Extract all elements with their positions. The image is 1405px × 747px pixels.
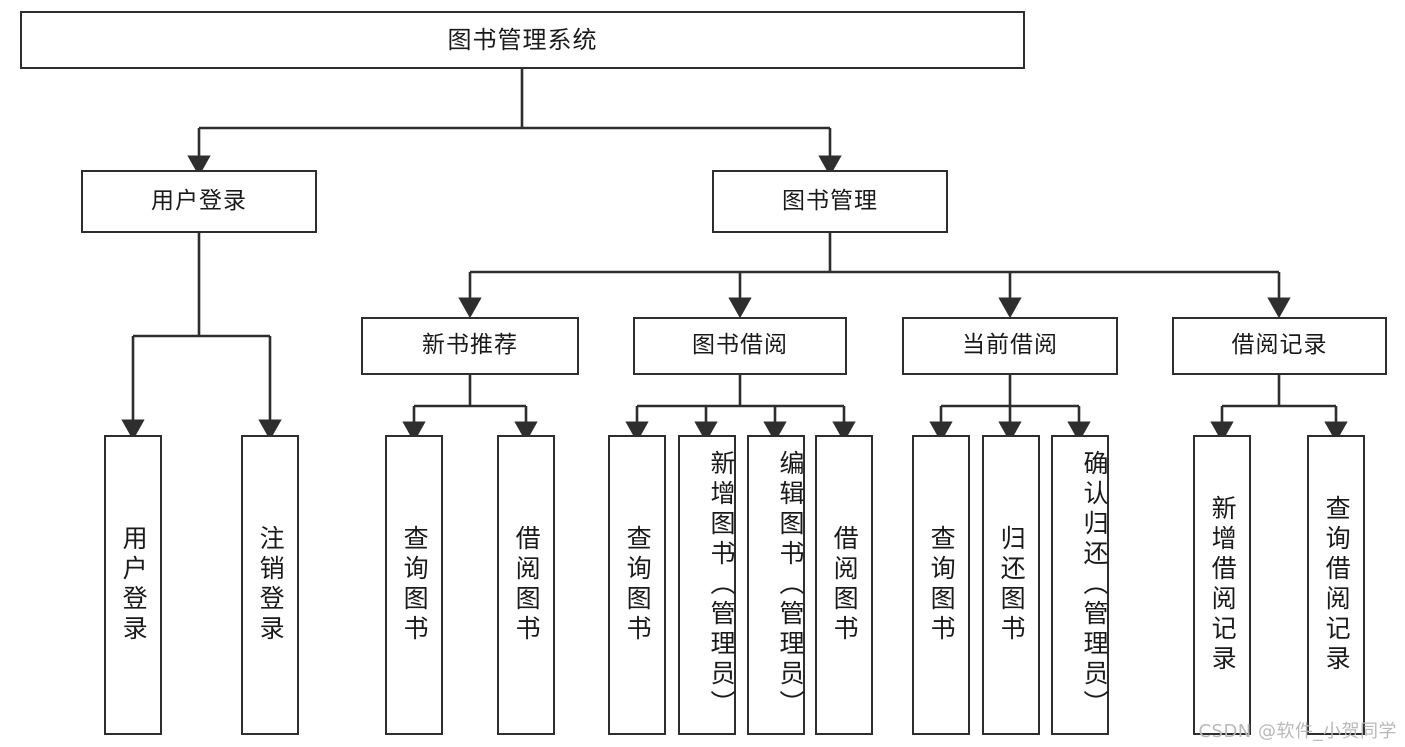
leaf-edit-book[interactable]: 编辑图书（管理员） [747, 435, 805, 735]
node-borrow-record[interactable]: 借阅记录 [1172, 317, 1387, 375]
node-current-borrow[interactable]: 当前借阅 [902, 317, 1118, 375]
leaf-borrow-book-1[interactable]: 借阅图书 [497, 435, 555, 735]
leaf-add-book[interactable]: 新增图书（管理员） [678, 435, 736, 735]
leaf-query-book-2[interactable]: 查询图书 [608, 435, 666, 735]
leaf-query-record[interactable]: 查询借阅记录 [1307, 435, 1365, 735]
leaf-add-record[interactable]: 新增借阅记录 [1193, 435, 1251, 735]
leaf-borrow-book-2[interactable]: 借阅图书 [815, 435, 873, 735]
node-user-login[interactable]: 用户登录 [81, 170, 317, 233]
csdn-watermark: CSDN @软件_小贺同学 [1198, 721, 1397, 742]
leaf-query-book-1[interactable]: 查询图书 [385, 435, 443, 735]
node-root[interactable]: 图书管理系统 [20, 11, 1025, 69]
leaf-return-book[interactable]: 归还图书 [982, 435, 1040, 735]
leaf-query-book-3[interactable]: 查询图书 [912, 435, 970, 735]
leaf-logout[interactable]: 注销登录 [241, 435, 299, 735]
node-new-book-recommend[interactable]: 新书推荐 [361, 317, 579, 375]
leaf-user-login[interactable]: 用户登录 [104, 435, 162, 735]
leaf-confirm-return[interactable]: 确认归还（管理员） [1051, 435, 1109, 735]
node-book-borrow[interactable]: 图书借阅 [633, 317, 847, 375]
node-book-management[interactable]: 图书管理 [712, 170, 948, 233]
